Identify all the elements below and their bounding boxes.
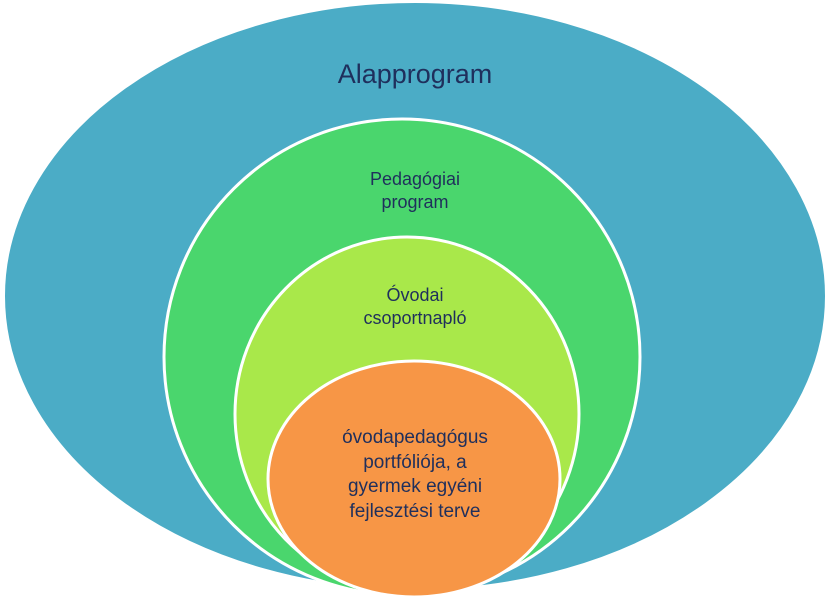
label-line: óvodapedagógus	[342, 427, 488, 448]
label-portfolio: óvodapedagógus portfóliója, a gyermek eg…	[295, 426, 535, 525]
label-alapprogram: Alapprogram	[215, 58, 615, 92]
label-line: Óvodai	[386, 285, 444, 305]
label-line: Alapprogram	[337, 59, 493, 89]
label-ovodai-csoportnaplo: Óvodai csoportnapló	[300, 284, 530, 329]
core-circle-portfolio	[266, 359, 562, 599]
label-line: gyermek egyéni	[347, 476, 483, 498]
label-line: portfóliója, a	[363, 451, 467, 473]
label-line: fejlesztési terve	[349, 501, 481, 523]
label-pedagogiai-program: Pedagógiai program	[300, 168, 530, 213]
label-line: Pedagógiai	[369, 169, 461, 189]
label-line: program	[381, 191, 449, 212]
label-line: csoportnapló	[363, 307, 467, 328]
